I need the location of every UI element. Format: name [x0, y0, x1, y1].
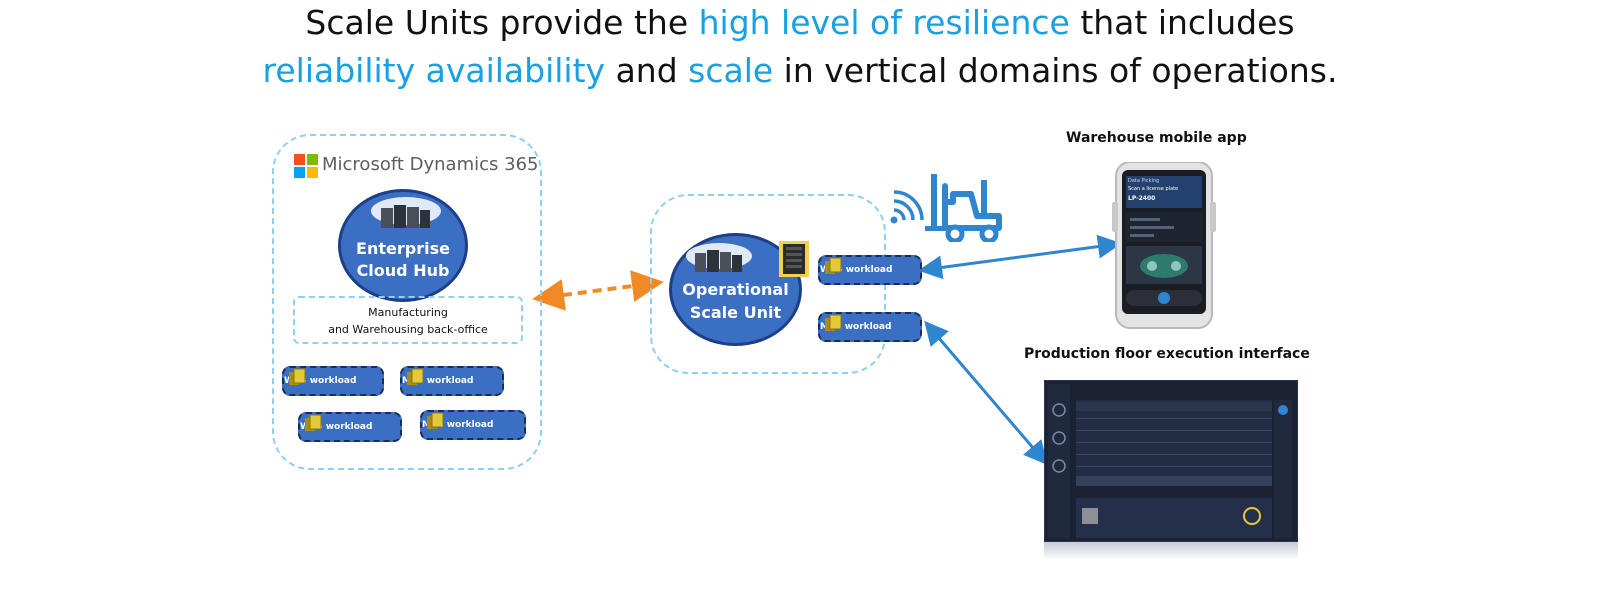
mobile-link-arrow	[918, 234, 1122, 280]
cloud-datacenter-icon	[371, 197, 441, 228]
headline-line-1: Scale Units provide the high level of re…	[0, 3, 1600, 42]
production-screen	[1044, 380, 1298, 560]
microsoft-logo-icon	[294, 154, 318, 178]
workload-label: WES workload	[820, 265, 893, 275]
wes-workload: WES workload	[282, 366, 384, 396]
hub-circle-line-2: Cloud Hub	[356, 261, 450, 280]
enterprise-cloud-hub: Enterprise Cloud Hub	[338, 189, 468, 302]
workload-box-icon	[427, 412, 444, 429]
workload-label: WES workload	[300, 422, 373, 432]
workload-box-icon	[289, 368, 306, 385]
workload-label: MES workload	[402, 376, 474, 386]
headline-text: that includes	[1069, 3, 1295, 42]
back-office-box: Manufacturing and Warehousing back-offic…	[293, 296, 523, 344]
headline-highlight: reliability availability	[262, 51, 606, 90]
mobile-screen-prompt: Scan a license plate	[1128, 186, 1179, 192]
workload-box-icon	[305, 414, 322, 431]
headline-highlight: scale	[688, 51, 774, 90]
cloud-datacenter-icon	[686, 243, 752, 272]
forklift-icon	[925, 174, 1002, 242]
headline-highlight: high level of resilience	[698, 3, 1070, 42]
scale-unit-circle-line-2: Scale Unit	[689, 303, 782, 322]
headline-line-2: reliability availability and scale in ve…	[0, 51, 1600, 90]
scale-unit-circle-line-1: Operational	[682, 280, 789, 299]
mobile-screen-title: Data Picking	[1128, 178, 1160, 184]
hub-circle-line-1: Enterprise	[356, 239, 450, 258]
workload-box-icon	[825, 257, 842, 274]
wes-workload: WES workload	[298, 412, 402, 442]
back-office-line-2: and Warehousing back-office	[328, 323, 488, 336]
workload-box-icon	[825, 314, 842, 331]
workload-label: MES workload	[422, 420, 494, 430]
production-caption: Production floor execution interface	[1024, 346, 1310, 362]
brand-name: Microsoft Dynamics 365	[322, 154, 539, 175]
wifi-signal-icon	[890, 190, 924, 224]
production-link-arrow	[924, 320, 1048, 466]
enterprise-hub-group	[272, 134, 542, 470]
mes-workload: MES workload	[400, 366, 504, 396]
workload-label: WES workload	[284, 376, 357, 386]
back-office-line-1: Manufacturing	[368, 306, 448, 319]
mes-workload: MES workload	[420, 410, 526, 440]
server-rack-icon	[779, 241, 809, 277]
mobile-screen-value: LP-2400	[1128, 195, 1156, 202]
headline-text: in vertical domains of operations.	[773, 51, 1338, 90]
mobile-app-caption: Warehouse mobile app	[1066, 130, 1247, 146]
mobile-device	[1112, 162, 1216, 329]
mes-workload: MES workload	[818, 312, 922, 342]
sync-arrow	[532, 270, 664, 311]
wes-workload: WES workload	[818, 255, 922, 285]
headline-text: and	[605, 51, 689, 90]
headline-text: Scale Units provide the	[305, 3, 699, 42]
workload-box-icon	[407, 368, 424, 385]
workload-label: MES workload	[820, 322, 892, 332]
